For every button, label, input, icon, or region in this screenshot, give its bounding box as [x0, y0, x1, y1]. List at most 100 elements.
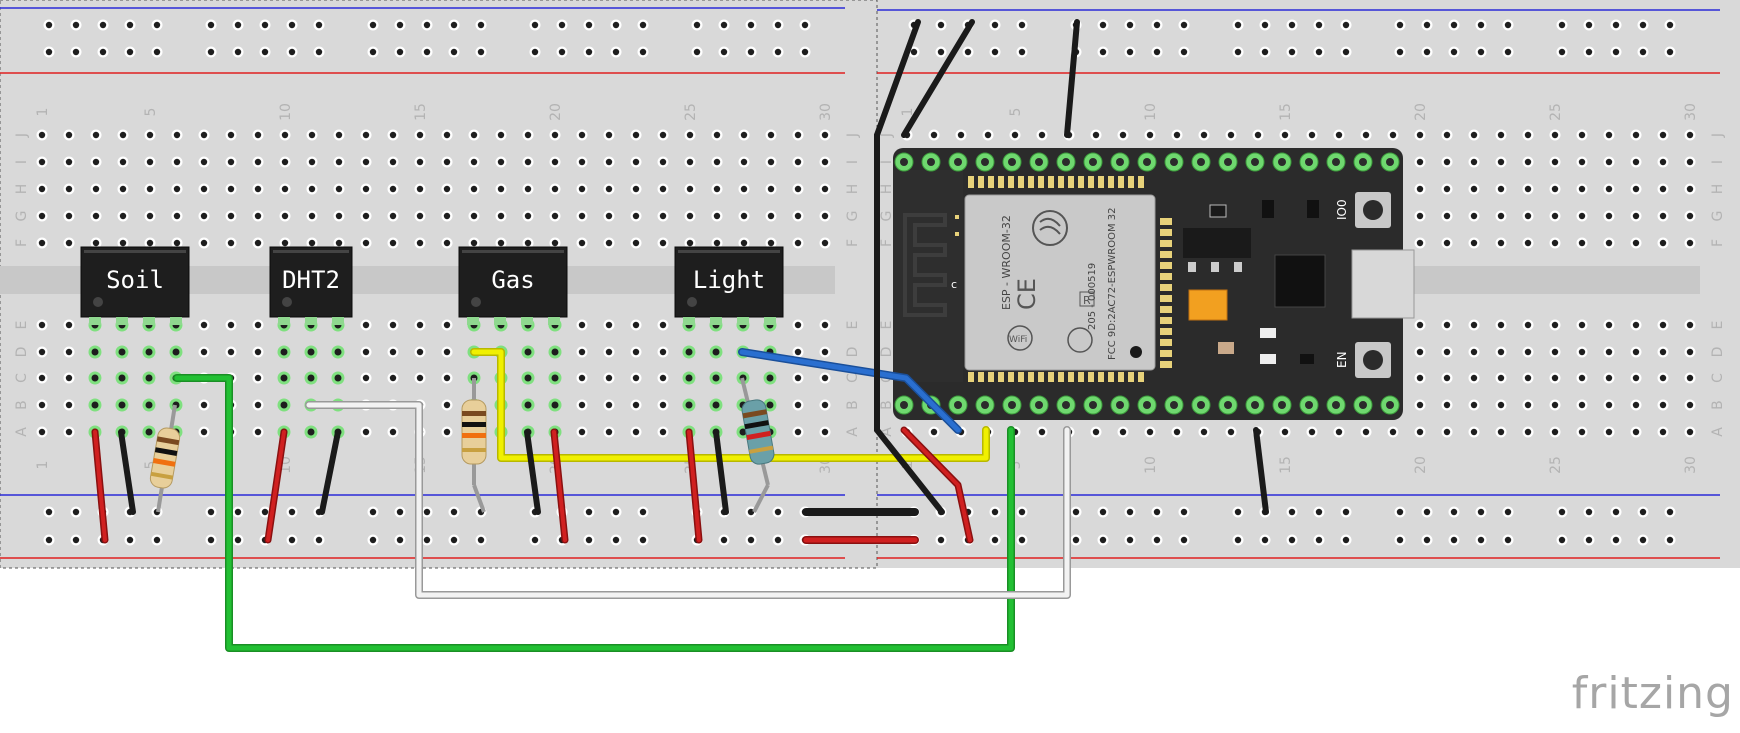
esp32-led-2 — [955, 232, 959, 236]
breadboard-hole-center — [389, 158, 397, 166]
connected-hole-center — [551, 401, 559, 409]
column-number: 30 — [818, 103, 834, 121]
esp32-module-bottom-pin — [1058, 372, 1064, 382]
breadboard-hole-center — [632, 158, 640, 166]
breadboard-hole-center — [659, 239, 667, 247]
breadboard-hole-center — [1416, 321, 1424, 329]
rail-hole-center — [288, 508, 296, 516]
breadboard-hole-center — [1497, 185, 1505, 193]
breadboard-hole-center — [1362, 428, 1370, 436]
connected-hole-center — [334, 348, 342, 356]
breadboard-hole-center — [551, 239, 559, 247]
rail-hole-center — [1558, 508, 1566, 516]
connected-hole-center — [524, 348, 532, 356]
breadboard-hole-center — [65, 239, 73, 247]
breadboard-hole-center — [794, 348, 802, 356]
breadboard-hole-center — [92, 212, 100, 220]
breadboard-hole-center — [416, 348, 424, 356]
rail-hole-center — [612, 536, 620, 544]
breadboard-hole-center — [659, 348, 667, 356]
breadboard-hole-center — [578, 348, 586, 356]
breadboard-hole-center — [1200, 428, 1208, 436]
breadboard-hole-center — [308, 239, 316, 247]
esp32-header-pin-hole — [1251, 158, 1259, 166]
breadboard-hole-center — [38, 321, 46, 329]
rail-hole-center — [801, 48, 809, 56]
wire-red-gas-vcc-core — [552, 430, 567, 542]
esp32-cert-line2: FCC 9D:2AC72-ESPWROOM 32 — [1107, 208, 1118, 360]
io0-button-cap — [1363, 200, 1383, 220]
connected-hole-center — [91, 401, 99, 409]
rail-hole-center — [1477, 21, 1485, 29]
column-number: 20 — [548, 103, 564, 121]
rail-hole-center — [1153, 48, 1161, 56]
esp32-header-pin-hole — [1386, 401, 1394, 409]
rail-hole-center — [1612, 508, 1620, 516]
breadboard-hole-center — [1551, 401, 1559, 409]
breadboard-hole-center — [1416, 348, 1424, 356]
tantalum-capacitor — [1188, 289, 1228, 321]
breadboard-hole-center — [1605, 185, 1613, 193]
breadboard-hole-center — [1416, 374, 1424, 382]
rail-hole-center — [288, 536, 296, 544]
esp32-module-side-pin — [1160, 339, 1172, 346]
breadboard-hole-center — [740, 239, 748, 247]
breadboard-hole-center — [524, 212, 532, 220]
breadboard-hole-center — [1632, 131, 1640, 139]
breadboard-hole-center — [794, 185, 802, 193]
breadboard-hole-center — [659, 428, 667, 436]
rail-hole-center — [423, 508, 431, 516]
connected-hole-center — [307, 348, 315, 356]
breadboard-hole-center — [1686, 428, 1694, 436]
row-letter: F — [1710, 239, 1726, 247]
rail-hole-center — [261, 48, 269, 56]
breadboard-hole-center — [1470, 428, 1478, 436]
breadboard-hole-center — [1038, 131, 1046, 139]
breadboard-hole-center — [1659, 348, 1667, 356]
rail-hole-center — [1477, 508, 1485, 516]
breadboard-hole-center — [65, 321, 73, 329]
row-letter: I — [1710, 160, 1726, 164]
rail-hole-center — [1342, 48, 1350, 56]
rail-hole-center — [1315, 48, 1323, 56]
breadboard-hole-center — [200, 185, 208, 193]
rail-hole-center — [126, 536, 134, 544]
breadboard-hole-center — [794, 428, 802, 436]
breadboard-hole-center — [713, 239, 721, 247]
resistor-soil — [149, 404, 181, 513]
row-letter: D — [879, 347, 895, 358]
center-channel-right — [1390, 266, 1700, 294]
rail-hole-center — [1477, 536, 1485, 544]
breadboard-hole-center — [632, 401, 640, 409]
breadboard-hole-center — [1497, 239, 1505, 247]
breadboard-hole-center — [605, 321, 613, 329]
breadboard-hole-center — [1578, 321, 1586, 329]
breadboard-hole-center — [1470, 374, 1478, 382]
esp32-header-pin-hole — [1251, 401, 1259, 409]
breadboard-hole-center — [1524, 212, 1532, 220]
connected-hole-center — [145, 348, 153, 356]
breadboard-hole-center — [1524, 185, 1532, 193]
breadboard-hole-center — [605, 401, 613, 409]
breadboard-hole-center — [794, 131, 802, 139]
column-number: 1 — [35, 108, 51, 117]
breadboard-hole-center — [1038, 428, 1046, 436]
breadboard-hole-center — [632, 185, 640, 193]
esp32-module-top-pin — [1128, 176, 1134, 188]
breadboard-hole-center — [1524, 158, 1532, 166]
breadboard-hole-center — [470, 239, 478, 247]
breadboard-hole-center — [443, 212, 451, 220]
esp32-module-top-pin — [998, 176, 1004, 188]
column-number: 10 — [1143, 103, 1159, 121]
rail-hole-center — [720, 536, 728, 544]
rail-hole-center — [991, 508, 999, 516]
connected-hole-center — [685, 374, 693, 382]
rail-hole-center — [1288, 508, 1296, 516]
breadboard-hole-center — [335, 239, 343, 247]
rail-hole-center — [450, 48, 458, 56]
breadboard-hole-center — [173, 212, 181, 220]
rail-hole-center — [1288, 48, 1296, 56]
breadboard-hole-center — [200, 158, 208, 166]
